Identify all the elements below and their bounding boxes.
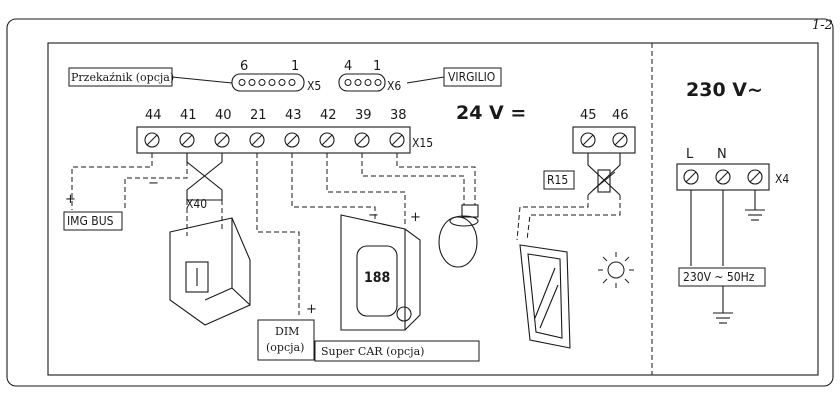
terminal-block-x15 <box>136 126 411 154</box>
super-car-display: 188 <box>364 270 390 286</box>
supply-230-label: 230V ~ 50Hz <box>683 270 755 284</box>
x4-label: X4 <box>775 172 789 186</box>
terminal-number: 44 <box>145 108 162 123</box>
solar-wire-a <box>516 195 589 241</box>
thermostat-contact-icon <box>185 261 209 293</box>
voltage-230-label: 230 V~ <box>686 79 763 101</box>
super-car-device: 188 <box>340 214 421 331</box>
connector-x6 <box>338 73 386 92</box>
dim-wire <box>256 153 300 315</box>
terminal-number: 38 <box>390 108 407 123</box>
terminal-number: 39 <box>355 108 372 123</box>
solar-panel-icon <box>519 244 571 349</box>
img-bus-minus-sign: − <box>148 176 159 191</box>
relay-label: Przekaźnik (opcja) <box>71 71 174 84</box>
x6-label: X6 <box>387 79 401 93</box>
img-bus-box <box>63 211 123 231</box>
r15-terminal-number: 46 <box>612 108 629 123</box>
x15-screw-terminals <box>144 132 405 148</box>
x6-pin-first: 4 <box>344 59 352 74</box>
x40-label: X40 <box>186 197 207 211</box>
voltage-24-label: 24 V = <box>456 102 526 124</box>
terminal-number: 21 <box>250 108 267 123</box>
super-car-plus-sign: + <box>410 210 421 225</box>
page-frame <box>6 18 834 387</box>
img-bus-plus-sign: + <box>65 192 76 207</box>
dim-box <box>257 319 315 361</box>
x6-pin-last: 1 <box>373 59 381 74</box>
x4-n-label: N <box>717 147 727 162</box>
r15-box <box>543 170 575 190</box>
outdoor-sensor-wire-b <box>396 153 476 205</box>
terminal-number: 42 <box>320 108 337 123</box>
super-car-knob-icon <box>396 306 412 322</box>
terminal-block-r15 <box>572 126 636 154</box>
connector-x5 <box>231 73 305 92</box>
terminal-number: 40 <box>215 108 232 123</box>
img-bus-wire-plus <box>71 153 153 210</box>
super-car-box <box>314 340 480 362</box>
x40-bridge <box>186 153 223 201</box>
x15-label: X15 <box>412 136 433 150</box>
connector-x6-pins <box>344 79 382 86</box>
terminal-number: 43 <box>285 108 302 123</box>
solar-wire-b <box>526 195 621 241</box>
r15-resistor-bridge <box>587 153 621 196</box>
connector-x5-pins <box>238 79 296 86</box>
outdoor-sensor-icon <box>438 204 479 268</box>
super-car-wire-plus <box>326 153 406 225</box>
diagram-frame <box>47 42 819 376</box>
virgilio-box <box>443 67 502 87</box>
x15-terminal-numbers: 44 41 40 21 43 42 39 38 <box>145 108 407 123</box>
page-number: 1-2 <box>812 18 833 33</box>
dim-label-line2: (opcja) <box>266 341 304 354</box>
supply-230-box <box>678 267 766 287</box>
super-car-minus-sign: − <box>368 208 379 223</box>
dim-plus-sign: + <box>306 302 317 317</box>
relay-leader-line <box>171 76 233 84</box>
terminal-number: 41 <box>180 108 197 123</box>
supply-ground-icon <box>713 286 733 324</box>
x5-pin-first: 6 <box>240 59 248 74</box>
ground-icon <box>745 190 765 221</box>
sun-icon <box>598 252 634 288</box>
dim-label-line1: DIM <box>275 325 299 338</box>
r15-screw-terminals <box>580 132 628 148</box>
super-car-label: Super CAR (opcja) <box>321 345 424 358</box>
x4-screw-terminals <box>683 169 763 185</box>
room-thermostat-device <box>169 217 251 326</box>
super-car-wire-minus <box>291 153 376 222</box>
outdoor-sensor-wire-a <box>361 153 465 205</box>
img-bus-wire-minus <box>124 153 188 210</box>
virgilio-leader-line <box>406 76 445 84</box>
x4-l-label: L <box>686 147 694 162</box>
virgilio-label: VIRGILIO <box>448 70 495 84</box>
img-bus-label: IMG BUS <box>67 214 114 228</box>
x5-pin-last: 1 <box>291 59 299 74</box>
r15-terminal-number: 45 <box>580 108 597 123</box>
r15-label: R15 <box>547 173 568 187</box>
x5-label: X5 <box>307 79 321 93</box>
